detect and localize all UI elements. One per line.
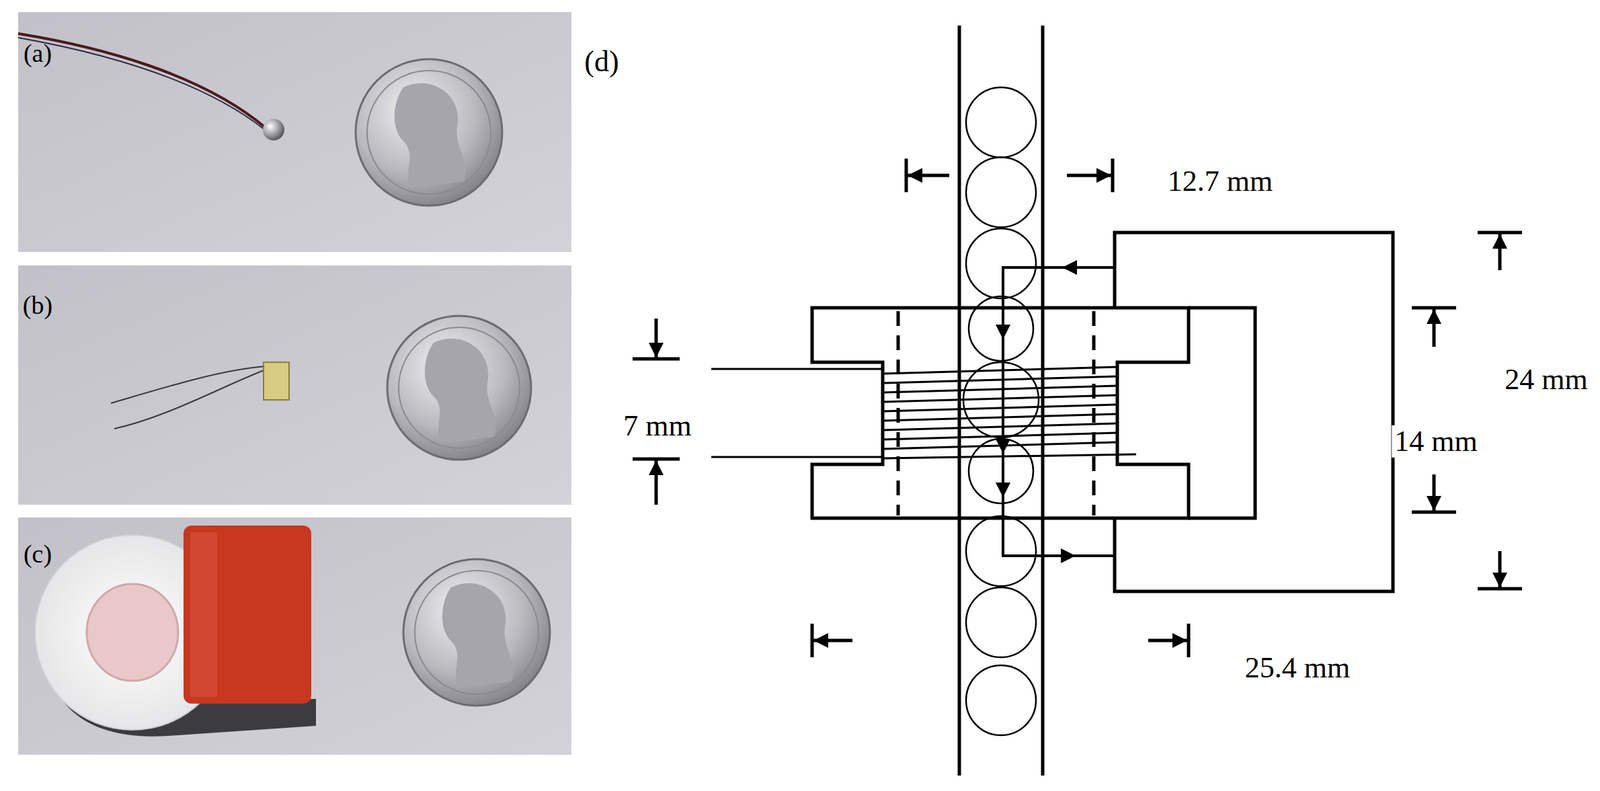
photo-panel bbox=[18, 265, 572, 505]
dimension-label: 24 mm bbox=[1501, 363, 1590, 396]
panel-label: (d) bbox=[581, 45, 622, 78]
dimension-label: 14 mm bbox=[1391, 425, 1480, 458]
sensor-schematic bbox=[632, 25, 1523, 776]
dimension-label: 25.4 mm bbox=[1242, 652, 1353, 685]
photo-panel bbox=[18, 12, 572, 253]
dimension-label: 7 mm bbox=[620, 410, 694, 443]
panel-label: (a) bbox=[20, 39, 55, 68]
panel-label: (c) bbox=[20, 540, 55, 569]
panel-label: (b) bbox=[20, 291, 56, 320]
dimension-label: 12.7 mm bbox=[1165, 165, 1276, 198]
photo-panel bbox=[18, 517, 572, 755]
